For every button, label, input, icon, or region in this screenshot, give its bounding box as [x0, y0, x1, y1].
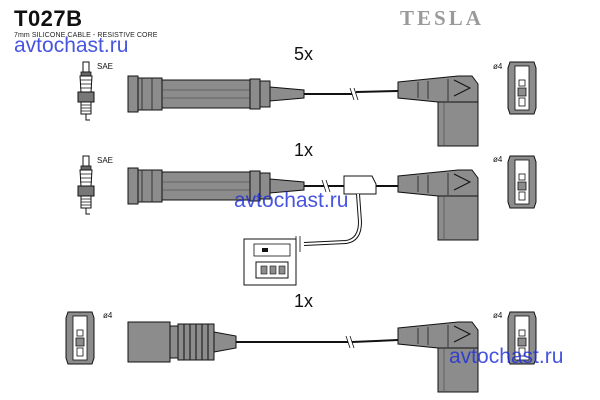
watermark: avtochast.ru	[449, 345, 564, 368]
plug-end-label: SAE	[97, 62, 114, 71]
coil-boot	[397, 169, 479, 241]
terminal-section-icon	[507, 61, 537, 115]
lead-row-3	[65, 311, 537, 393]
sensor-clip	[343, 175, 377, 195]
lead-row-1	[77, 61, 537, 147]
break-mark	[345, 335, 355, 349]
terminal-section-icon	[65, 311, 95, 365]
break-mark	[349, 87, 359, 101]
quantity-label: 1x	[294, 140, 314, 160]
coil-end-label: ø4	[493, 311, 503, 320]
terminal-section-icon	[507, 155, 537, 209]
spark-plug-icon	[77, 155, 95, 215]
spark-plug-icon	[77, 61, 95, 121]
cable	[304, 90, 399, 95]
break-mark	[321, 179, 331, 193]
coil-end-label: ø4	[493, 62, 503, 71]
cable-description: 7mm SILICONE CABLE - RESISTIVE CORE	[14, 32, 158, 39]
watermark: avtochast.ru	[234, 189, 349, 212]
coil-end-label: ø4	[493, 155, 503, 164]
watermark: avtochast.ru	[14, 34, 129, 57]
lead-row-2	[77, 155, 537, 286]
plug-end-label: ø4	[103, 311, 113, 320]
quantity-label: 1x	[294, 291, 314, 311]
part-code: T027B	[14, 6, 83, 31]
coil-boot	[397, 75, 479, 147]
plug-boot	[127, 75, 305, 113]
coil-end-boot	[127, 321, 237, 363]
brand-logo: TESLA	[400, 6, 484, 30]
plug-end-label: SAE	[97, 156, 114, 165]
cable	[236, 339, 399, 343]
quantity-label: 5x	[294, 44, 314, 64]
